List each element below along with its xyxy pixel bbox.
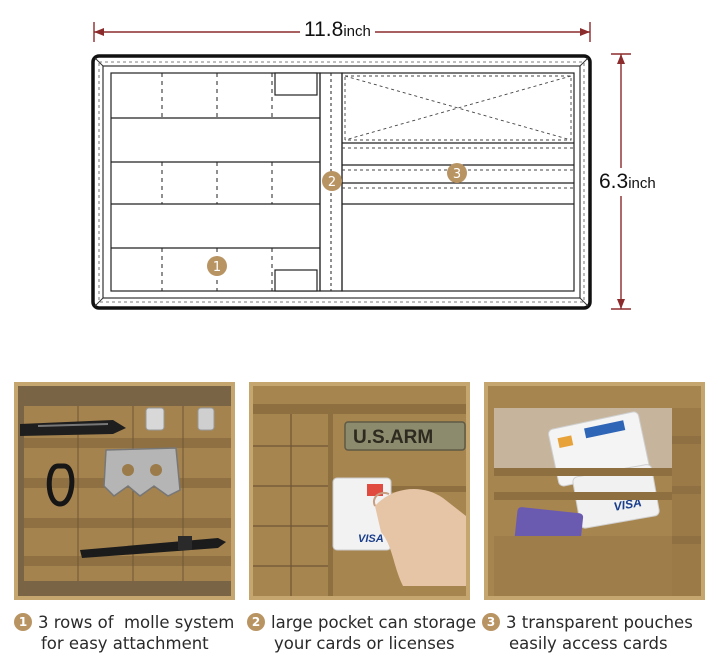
caption-3-line2: easily access cards <box>509 634 668 653</box>
svg-text:1: 1 <box>213 260 221 275</box>
photo-molle-tools <box>14 382 235 600</box>
caption-1-line1: 3 rows of molle system <box>38 613 235 632</box>
caption-2-line1: large pocket can storage <box>271 613 477 632</box>
caption-2-badge: 2 <box>247 613 265 631</box>
organizer-diagram: 1 2 3 11.8inch 6.3inch <box>0 0 720 330</box>
svg-text:2: 2 <box>328 175 336 190</box>
marker-2: 2 <box>322 171 342 191</box>
card-visa-text: VISA <box>358 533 384 545</box>
organizer-outline: 1 2 3 <box>91 22 631 310</box>
patch-text: U.S.ARM <box>353 427 433 448</box>
caption-2-line2: your cards or licenses <box>274 634 455 653</box>
caption-3-line1: 3 transparent pouches <box>506 613 693 632</box>
caption-1-badge: 1 <box>14 613 32 631</box>
svg-text:3: 3 <box>453 167 461 182</box>
marker-3: 3 <box>447 163 467 183</box>
caption-1: 1 3 rows of molle system for easy attachm… <box>14 612 234 654</box>
caption-3: 3 3 transparent pouches easily access car… <box>482 612 693 654</box>
height-label: 6.3inch <box>597 168 658 196</box>
photo-large-pocket: U.S.ARM VISA <box>249 382 470 600</box>
photo-transparent-pouches: VISA <box>484 382 705 600</box>
marker-1: 1 <box>207 256 227 276</box>
caption-2: 2 large pocket can storage your cards or … <box>247 612 476 654</box>
caption-3-badge: 3 <box>482 613 500 631</box>
caption-1-line2: for easy attachment <box>41 634 209 653</box>
width-label: 11.8inch <box>300 18 375 42</box>
